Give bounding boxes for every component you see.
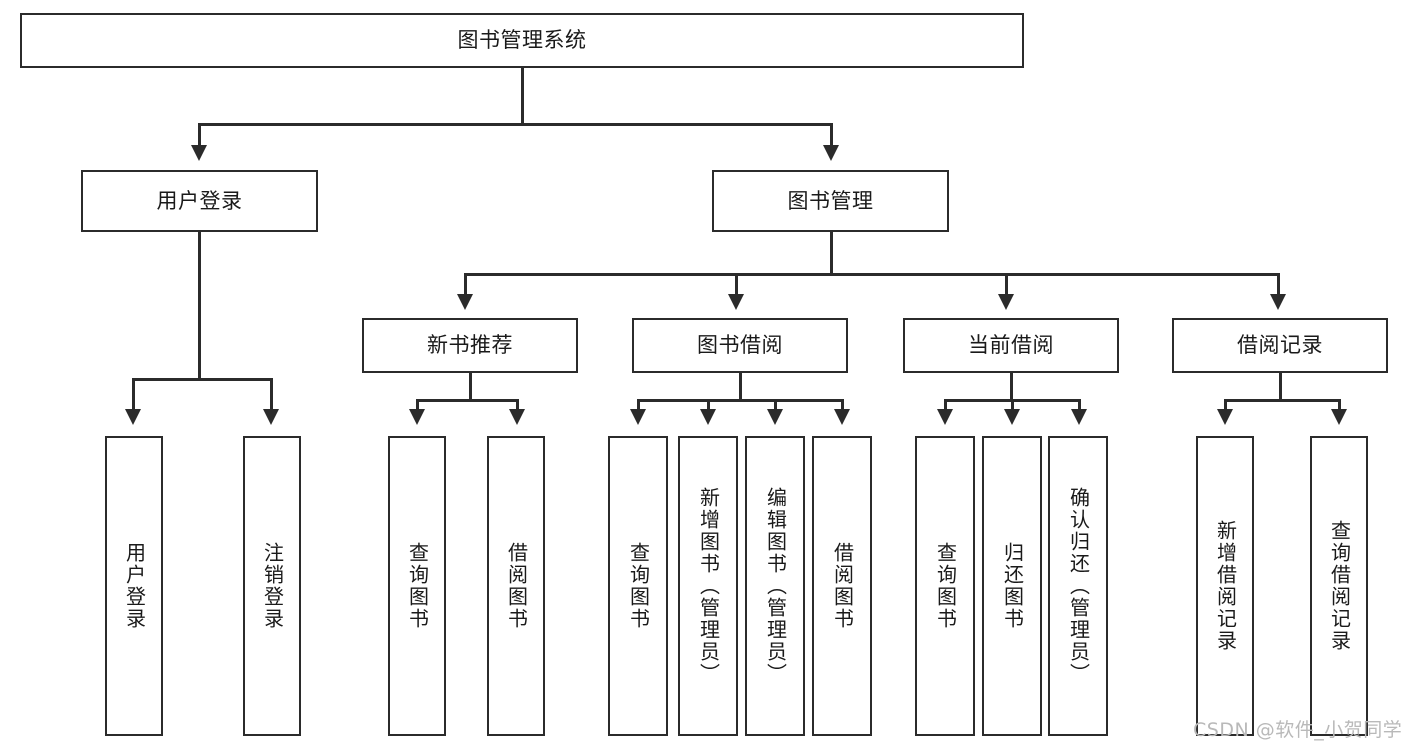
edge-user-login-to-leaf-2 (270, 378, 273, 411)
edge-borrow-record-to-leaf-1 (1224, 399, 1227, 411)
node-leaf-query-record[interactable]: 查询借阅记录 (1310, 436, 1368, 736)
node-user-login[interactable]: 用户登录 (81, 170, 318, 232)
node-leaf-add-record-label: 新增借阅记录 (1213, 520, 1238, 652)
node-book-mgmt-label: 图书管理 (787, 188, 874, 213)
node-leaf-return-book[interactable]: 归还图书 (982, 436, 1042, 736)
node-leaf-borrow-book-2-label: 借阅图书 (830, 542, 855, 630)
edge-borrow-record-to-leaf-2 (1338, 399, 1341, 411)
edge-book-mgmt-stem (830, 232, 833, 274)
arrow-borrow-record-to-leaf-2 (1331, 409, 1347, 425)
arrow-root-to-book-mgmt (823, 145, 839, 161)
node-current-borrow-label: 当前借阅 (968, 333, 1054, 358)
node-leaf-add-record[interactable]: 新增借阅记录 (1196, 436, 1254, 736)
node-new-book-rec-label: 新书推荐 (427, 333, 513, 358)
node-leaf-query-book-2-label: 查询图书 (626, 542, 651, 630)
arrow-current-borrow-to-leaf-2 (1004, 409, 1020, 425)
edge-new-book-rec-to-leaf-1 (416, 399, 419, 411)
edge-user-login-stem (198, 232, 201, 379)
node-leaf-add-book[interactable]: 新增图书（管理员） (678, 436, 738, 736)
edge-book-borrow-bus (637, 399, 842, 402)
arrow-new-book-rec-to-leaf-1 (409, 409, 425, 425)
arrow-book-mgmt-to-l3-1 (457, 294, 473, 310)
node-leaf-edit-book-label: 编辑图书（管理员） (763, 487, 788, 685)
edge-current-borrow-to-leaf-1 (944, 399, 947, 411)
node-book-borrow-label: 图书借阅 (697, 333, 783, 358)
edge-root-stem (521, 68, 524, 124)
edge-root-to-user-login (198, 123, 201, 147)
node-leaf-borrow-book-1[interactable]: 借阅图书 (487, 436, 545, 736)
edge-book-borrow-to-leaf-1 (637, 399, 640, 411)
node-root-label: 图书管理系统 (457, 28, 587, 53)
edge-current-borrow-to-leaf-3 (1078, 399, 1081, 411)
node-leaf-confirm-return[interactable]: 确认归还（管理员） (1048, 436, 1108, 736)
node-leaf-query-book-3-label: 查询图书 (933, 542, 958, 630)
node-leaf-query-book-1-label: 查询图书 (405, 542, 430, 630)
edge-book-borrow-to-leaf-2 (707, 399, 710, 411)
edge-book-borrow-to-leaf-3 (774, 399, 777, 411)
arrow-book-borrow-to-leaf-3 (767, 409, 783, 425)
node-leaf-confirm-return-label: 确认归还（管理员） (1066, 487, 1091, 685)
node-leaf-borrow-book-2[interactable]: 借阅图书 (812, 436, 872, 736)
node-leaf-query-book-3[interactable]: 查询图书 (915, 436, 975, 736)
edge-book-mgmt-bus (464, 273, 1280, 276)
edge-book-mgmt-to-l3-3 (1005, 273, 1008, 296)
node-leaf-query-book-2[interactable]: 查询图书 (608, 436, 668, 736)
node-leaf-return-book-label: 归还图书 (1000, 542, 1025, 630)
node-current-borrow[interactable]: 当前借阅 (903, 318, 1119, 373)
edge-book-mgmt-to-l3-1 (464, 273, 467, 296)
node-root[interactable]: 图书管理系统 (20, 13, 1024, 68)
arrow-book-mgmt-to-l3-2 (728, 294, 744, 310)
edge-book-borrow-stem (739, 373, 742, 400)
node-leaf-user-logout[interactable]: 注销登录 (243, 436, 301, 736)
edge-root-to-book-mgmt (830, 123, 833, 147)
node-leaf-borrow-book-1-label: 借阅图书 (504, 542, 529, 630)
arrow-book-borrow-to-leaf-1 (630, 409, 646, 425)
arrow-current-borrow-to-leaf-3 (1071, 409, 1087, 425)
node-leaf-user-logout-label: 注销登录 (260, 542, 285, 630)
node-book-mgmt[interactable]: 图书管理 (712, 170, 949, 232)
node-leaf-user-login-label: 用户登录 (122, 542, 147, 630)
arrow-current-borrow-to-leaf-1 (937, 409, 953, 425)
node-leaf-query-record-label: 查询借阅记录 (1327, 520, 1352, 652)
arrow-book-borrow-to-leaf-4 (834, 409, 850, 425)
node-leaf-user-login[interactable]: 用户登录 (105, 436, 163, 736)
node-leaf-add-book-label: 新增图书（管理员） (696, 487, 721, 685)
node-leaf-edit-book[interactable]: 编辑图书（管理员） (745, 436, 805, 736)
edge-borrow-record-stem (1279, 373, 1282, 400)
arrow-borrow-record-to-leaf-1 (1217, 409, 1233, 425)
edge-current-borrow-to-leaf-2 (1011, 399, 1014, 411)
edge-new-book-rec-stem (469, 373, 472, 400)
node-leaf-query-book-1[interactable]: 查询图书 (388, 436, 446, 736)
edge-current-borrow-stem (1010, 373, 1013, 400)
arrow-root-to-user-login (191, 145, 207, 161)
edge-book-mgmt-to-l3-2 (735, 273, 738, 296)
arrow-new-book-rec-to-leaf-2 (509, 409, 525, 425)
edge-user-login-bus (132, 378, 272, 381)
node-user-login-label: 用户登录 (156, 188, 243, 213)
node-borrow-record[interactable]: 借阅记录 (1172, 318, 1388, 373)
edge-root-bus (198, 123, 833, 126)
edge-new-book-rec-bus (416, 399, 519, 402)
node-new-book-rec[interactable]: 新书推荐 (362, 318, 578, 373)
arrow-book-mgmt-to-l3-4 (1270, 294, 1286, 310)
edge-book-borrow-to-leaf-4 (841, 399, 844, 411)
arrow-user-login-to-leaf-1 (125, 409, 141, 425)
arrow-book-borrow-to-leaf-2 (700, 409, 716, 425)
edge-book-mgmt-to-l3-4 (1277, 273, 1280, 296)
watermark-text: CSDN @软件_小贺同学 (1193, 719, 1403, 741)
node-book-borrow[interactable]: 图书借阅 (632, 318, 848, 373)
edge-user-login-to-leaf-1 (132, 378, 135, 411)
node-borrow-record-label: 借阅记录 (1237, 333, 1323, 358)
edge-borrow-record-bus (1224, 399, 1341, 402)
arrow-user-login-to-leaf-2 (263, 409, 279, 425)
arrow-book-mgmt-to-l3-3 (998, 294, 1014, 310)
edge-new-book-rec-to-leaf-2 (516, 399, 519, 411)
